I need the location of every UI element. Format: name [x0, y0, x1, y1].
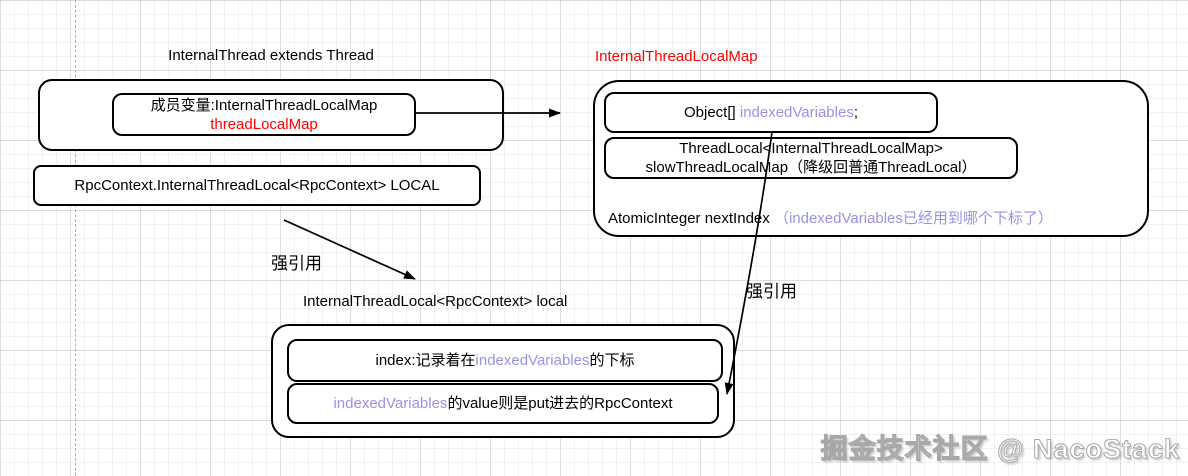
indexed-variables-box: Object[] indexedVariables; [604, 92, 938, 133]
value-description-suffix: 的value则是put进去的RpcContext [447, 395, 673, 412]
value-description-var: indexedVariables [333, 395, 448, 412]
index-description-var: indexedVariables [475, 352, 590, 369]
slow-thread-local-map-line2: slowThreadLocalMap（降级回普通ThreadLocal） [645, 159, 977, 176]
next-index-comment: （indexedVariables已经用到哪个下标了） [773, 210, 1053, 227]
index-description-text: index:记录着在indexedVariables的下标 [375, 351, 634, 370]
rpc-context-local-box: RpcContext.InternalThreadLocal<RpcContex… [33, 165, 481, 206]
thread-local-map-field-name: threadLocalMap [210, 115, 318, 133]
index-description-prefix: index:记录着在 [375, 352, 476, 369]
internal-thread-local-label: InternalThreadLocal<RpcContext> local [303, 293, 568, 310]
rpc-context-local-text: RpcContext.InternalThreadLocal<RpcContex… [74, 177, 440, 194]
left-diagram-title: InternalThread extends Thread [168, 47, 374, 64]
strong-reference-label-left: 强引用 [271, 254, 322, 273]
next-index-text: AtomicInteger nextIndex （indexedVariable… [608, 207, 1053, 228]
strong-reference-label-right: 强引用 [746, 282, 797, 301]
index-description-box: index:记录着在indexedVariables的下标 [287, 339, 723, 382]
next-index-declaration: AtomicInteger nextIndex [608, 210, 774, 227]
index-description-suffix: 的下标 [589, 352, 635, 369]
right-diagram-title: InternalThreadLocalMap [595, 48, 758, 65]
slow-thread-local-map-box: ThreadLocal<InternalThreadLocalMap> slow… [604, 137, 1018, 179]
watermark-text: 掘金技术社区 @ NacoStack [820, 434, 1180, 465]
indexed-variables-text: Object[] indexedVariables; [684, 103, 858, 122]
indexed-variables-name: indexedVariables [739, 104, 854, 121]
indexed-variables-type: Object[] [684, 104, 740, 121]
value-description-box: indexedVariables的value则是put进去的RpcContext [287, 383, 719, 424]
member-variable-line: 成员变量:InternalThreadLocalMap [150, 96, 378, 114]
indexed-variables-semicolon: ; [853, 104, 858, 121]
thread-local-map-member-box: 成员变量:InternalThreadLocalMap threadLocalM… [112, 93, 416, 136]
slow-thread-local-map-line1: ThreadLocal<InternalThreadLocalMap> [679, 140, 943, 157]
page-divider-dashed-line [75, 0, 76, 476]
value-description-text: indexedVariables的value则是put进去的RpcContext [333, 394, 672, 413]
